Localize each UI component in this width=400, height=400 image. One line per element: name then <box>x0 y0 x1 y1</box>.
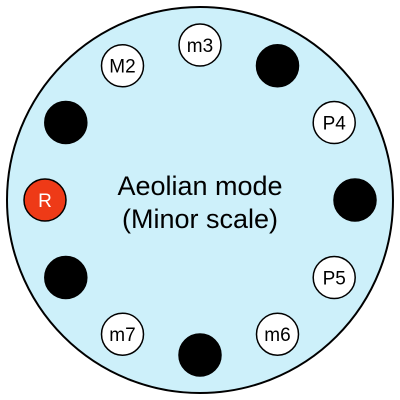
non-scale-note-marker-11 <box>44 255 88 300</box>
non-scale-note-circle-1 <box>44 100 88 145</box>
non-scale-note-circle-6 <box>333 178 377 222</box>
root-note-label: R <box>38 191 52 212</box>
scale-note-marker-p5: P5 <box>312 255 356 300</box>
scale-note-label-m7: m7 <box>109 325 135 346</box>
title-line-2: (Minor scale) <box>122 204 278 234</box>
scale-note-label-m6: m6 <box>264 325 290 346</box>
non-scale-note-circle-11 <box>44 255 88 300</box>
scale-note-marker-m7: m7 <box>100 312 145 356</box>
scale-note-circle-m2 <box>100 44 145 88</box>
scale-note-marker-m3: m3 <box>178 23 222 67</box>
background-disc <box>6 6 394 394</box>
scale-note-circle-p5 <box>312 255 356 300</box>
non-scale-note-marker-4 <box>255 44 300 88</box>
scale-note-label-p5: P5 <box>323 268 346 289</box>
scale-note-circle-p4 <box>312 100 356 145</box>
root-note-circle <box>23 178 67 222</box>
non-scale-note-marker-6 <box>333 178 377 222</box>
scale-note-marker-m2: M2 <box>100 44 145 88</box>
scale-note-circle-m7 <box>100 312 145 356</box>
title-line-1: Aeolian mode <box>117 171 282 201</box>
scale-note-circle-m3 <box>178 23 222 67</box>
scale-note-marker-m6: m6 <box>255 312 300 356</box>
non-scale-note-circle-9 <box>178 333 222 377</box>
scale-note-label-m2: M2 <box>109 57 135 78</box>
scale-note-marker-p4: P4 <box>312 100 356 145</box>
root-note-marker: R <box>23 178 67 222</box>
scale-note-label-p4: P4 <box>323 113 347 134</box>
non-scale-note-circle-4 <box>255 44 300 88</box>
non-scale-note-marker-9 <box>178 333 222 377</box>
scale-note-label-m3: m3 <box>187 36 213 57</box>
scale-note-circle-m6 <box>255 312 300 356</box>
non-scale-note-marker-1 <box>44 100 88 145</box>
